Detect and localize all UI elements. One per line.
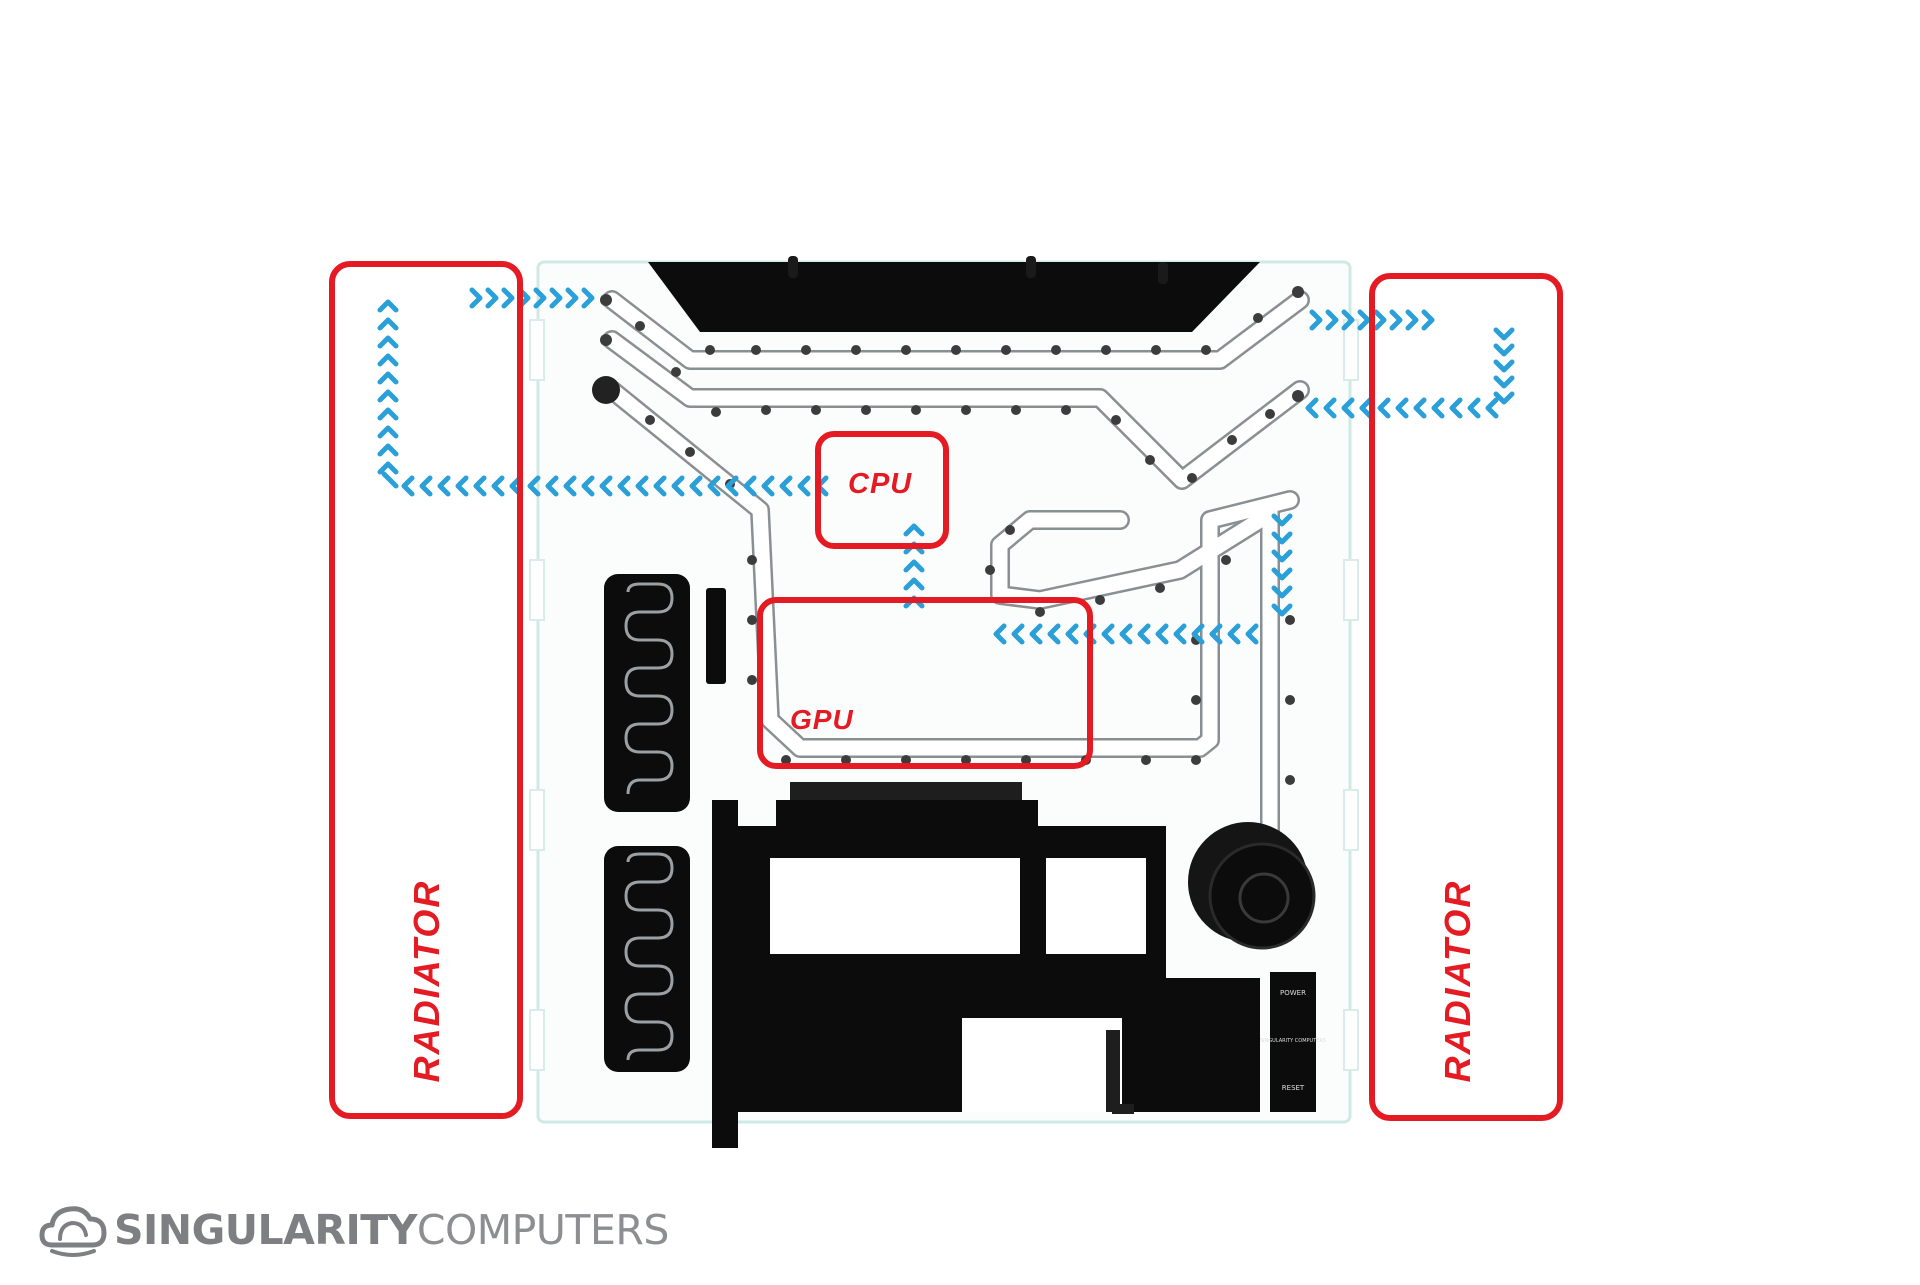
radiator-right-label: RADIATOR bbox=[1437, 879, 1478, 1083]
top-bracket bbox=[648, 262, 1260, 332]
top-bracket-posts bbox=[788, 256, 1168, 284]
fluid-channels bbox=[602, 290, 1310, 870]
brand-wordmark: SINGULARITYCOMPUTERS bbox=[114, 1206, 669, 1254]
radiator-left-label: RADIATOR bbox=[406, 879, 447, 1083]
lower-tray: POWER SINGULARITY COMPUTERS RESET bbox=[712, 782, 1326, 1148]
panel-brand-text: SINGULARITY COMPUTERS bbox=[1260, 1038, 1326, 1044]
cloud-logo-icon bbox=[39, 1206, 107, 1257]
brand-wordmark-light: COMPUTERS bbox=[416, 1206, 669, 1254]
cpu-box bbox=[815, 431, 949, 549]
flow-arrow-pump-to-gpu bbox=[993, 623, 1259, 645]
flow-arrow-left-up bbox=[377, 299, 399, 475]
radiator-left-box bbox=[329, 261, 523, 1119]
fill-port bbox=[592, 376, 620, 404]
gpu-label: GPU bbox=[790, 704, 854, 735]
plate-notches bbox=[529, 319, 1359, 1071]
brand-logo: SINGULARITYCOMPUTERS bbox=[38, 1193, 669, 1267]
left-serpentine-blocks bbox=[604, 574, 726, 1072]
highlight-boxes bbox=[329, 261, 1563, 1121]
panel-power-text: POWER bbox=[1280, 989, 1306, 997]
flow-arrow-cpu-to-left bbox=[401, 475, 829, 497]
gpu-box bbox=[757, 597, 1093, 769]
flow-arrow-right-return-left bbox=[1305, 397, 1499, 419]
flow-arrow-right-down bbox=[1271, 513, 1293, 617]
screw-dots bbox=[600, 286, 1304, 785]
flow-arrow-top-right-right bbox=[1309, 309, 1435, 331]
radiator-right-box bbox=[1369, 273, 1563, 1121]
panel-reset-text: RESET bbox=[1282, 1084, 1305, 1092]
pump bbox=[1188, 822, 1316, 950]
brand-wordmark-bold: SINGULARITY bbox=[114, 1206, 417, 1254]
cpu-label: CPU bbox=[848, 468, 913, 500]
flow-arrow-right-radiator-down bbox=[1493, 327, 1515, 405]
